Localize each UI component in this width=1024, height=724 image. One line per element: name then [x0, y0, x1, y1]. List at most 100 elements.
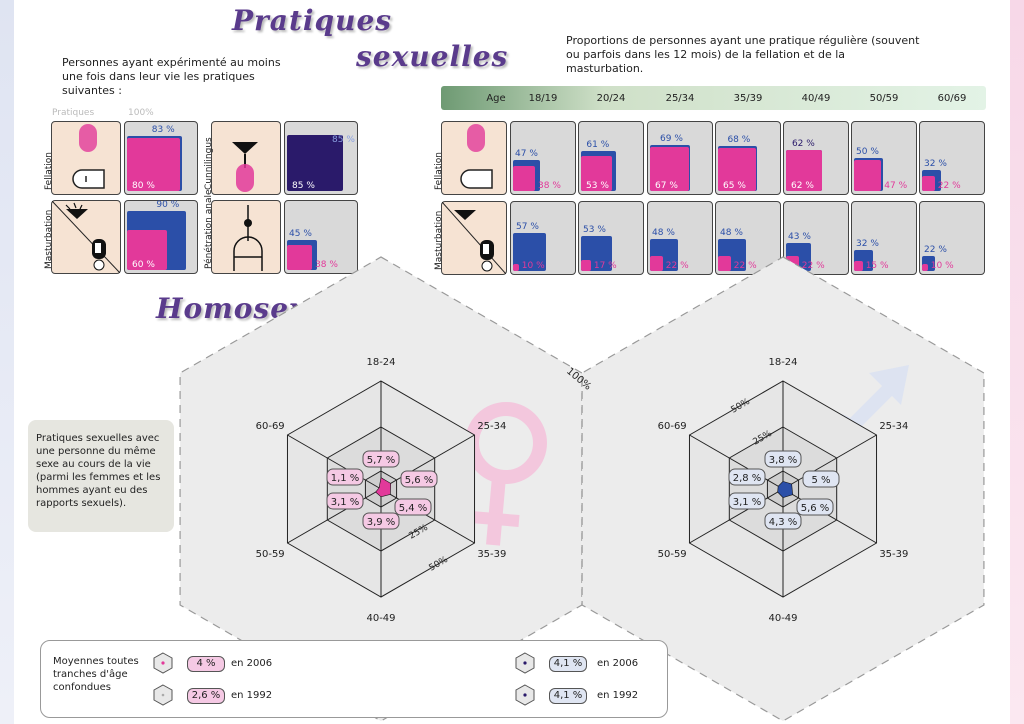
right-0-6-male-label: 32 % — [924, 158, 947, 169]
right-1-3-female-label: 22 % — [733, 261, 757, 271]
radar-data-female — [375, 477, 392, 498]
right-0-3-female-bar — [718, 148, 756, 191]
right-1-1-female-label: 17 % — [593, 261, 617, 271]
right-1-6-female-bar — [922, 264, 928, 271]
right-1-6-male-label: 22 % — [924, 245, 947, 256]
radar-ring-male-2 — [766, 470, 800, 508]
radar-axis-label-male-3: 40-49 — [768, 613, 797, 624]
radar-axis-label-female-2: 35-39 — [477, 549, 506, 560]
right-0-5-male-label: 50 % — [856, 147, 879, 157]
radar-value-pill-female-3 — [362, 512, 400, 530]
right-1-0-female-bar — [513, 264, 519, 271]
radar-axis-label-female-5: 60-69 — [256, 421, 285, 432]
right-1-2-male-label: 48 % — [652, 228, 675, 239]
right-0-5-female-bar — [854, 159, 882, 191]
intro-right: Proportions de personnes ayant une prati… — [566, 34, 920, 75]
legend-f2006-year: en 2006 — [231, 658, 273, 669]
left-2-female-label: 60 % — [132, 260, 155, 270]
label-masturbation: Masturbation — [44, 209, 54, 269]
right-0-4-female-label: 62 % — [791, 181, 814, 191]
header-100: 100% — [128, 108, 154, 118]
radar-axis-label-female-4: 50-59 — [256, 549, 285, 560]
radar-ring-female-0 — [286, 380, 476, 598]
radar-value-pill-female-1 — [400, 470, 438, 488]
left-0-female-bar — [127, 138, 180, 191]
radar-value-label-male-0: 3,8 % — [769, 455, 798, 466]
age-label-18-19: 18/19 — [528, 93, 558, 104]
left-0-female-label: 80 % — [132, 181, 155, 191]
legend-m1992-year: en 1992 — [597, 690, 639, 701]
right-1-4-female-label: 22 % — [801, 261, 825, 271]
left-edge-band — [0, 0, 14, 724]
label-masturbation-right: Masturbation — [434, 210, 444, 270]
radar-axis-label-female-0: 18-24 — [366, 357, 395, 368]
hand-icon — [51, 200, 121, 274]
right-0-0-female-label: 38 % — [538, 181, 561, 191]
header-pratiques: Pratiques — [52, 108, 95, 118]
right-1-3-male-label: 48 % — [720, 228, 743, 239]
right-edge-band — [1010, 0, 1024, 724]
right-0-2-female-label: 67 % — [655, 181, 678, 191]
pict-masturbation-right: Masturbation — [434, 201, 507, 275]
radar-value-label-female-4: 3,1 % — [331, 497, 360, 508]
left-3-female-label: 38 % — [315, 260, 338, 270]
pict-masturbation: Masturbation — [44, 200, 121, 274]
title-sexuelles: sexuelles — [356, 40, 509, 73]
right-0-1-male-label: 61 % — [586, 139, 610, 150]
right-1-2-female-label: 22 % — [665, 261, 689, 271]
legend-m2006-year: en 2006 — [597, 658, 639, 669]
pict-fellation-right: Fellation — [434, 121, 507, 195]
lips-icon — [72, 124, 105, 189]
right-0-0-male-label: 47 % — [515, 148, 538, 159]
right-1-5-female-label: 15 % — [865, 261, 889, 271]
radar-axis-label-female-3: 40-49 — [366, 613, 395, 624]
radar-value-pill-male-4 — [728, 492, 766, 510]
radar-ring-label-50-male: 50% — [730, 397, 753, 416]
lips-icon — [460, 124, 493, 189]
male-symbol-stem — [846, 378, 900, 432]
radar-value-pill-female-0 — [362, 450, 400, 468]
right-0-2-female-bar — [650, 146, 689, 191]
right-0-2-male-label: 69 % — [660, 134, 683, 145]
radar-axis-label-male-4: 50-59 — [658, 549, 687, 560]
radar-spoke-male-4 — [689, 488, 784, 544]
right-1-3-female-bar — [718, 256, 731, 271]
right-1-1-female-bar — [581, 259, 591, 271]
radar-value-label-female-2: 5,4 % — [399, 503, 428, 514]
age-label-60-69: 60/69 — [937, 93, 967, 104]
age-label-20-24: 20/24 — [596, 93, 626, 104]
right-0-6-female-label: 22 % — [937, 181, 961, 191]
radar-value-pill-male-3 — [764, 512, 802, 530]
age-label-50-59: 50/59 — [869, 93, 899, 104]
radar-spoke-male-2 — [782, 488, 877, 544]
left-3-male-label: 45 % — [289, 229, 312, 240]
intro-left: Personnes ayant expérimenté au moins une… — [62, 56, 281, 97]
age-label-35-39: 35/39 — [733, 93, 763, 104]
radar-spoke-male-5 — [689, 434, 784, 490]
radar-ring-female-2 — [364, 470, 398, 508]
radar-axis-label-male-2: 35-39 — [879, 549, 908, 560]
right-1-5-male-label: 32 % — [856, 238, 879, 249]
right-1-6-female-label: 10 % — [930, 261, 954, 271]
right-0-3-male-label: 68 % — [727, 135, 751, 146]
radar-ring-male-1 — [728, 426, 838, 552]
radar-spoke-female-2 — [380, 488, 475, 544]
radar-value-label-male-3: 4,3 % — [769, 517, 798, 528]
legend-m2006: 4,1 % — [549, 656, 587, 672]
radar-value-pill-male-2 — [796, 498, 834, 516]
label-fellation: Fellation — [44, 152, 54, 190]
radar-value-pill-female-2 — [394, 498, 432, 516]
left-cunnilingus-bar — [287, 134, 344, 191]
radar-value-label-male-2: 5,6 % — [801, 503, 830, 514]
radar-data-male — [777, 481, 794, 498]
radar-ring-label-25-male: 25% — [752, 429, 775, 448]
radar-value-pill-male-1 — [802, 470, 840, 488]
label-anal: Pénétration anale — [204, 189, 214, 269]
left-2-male-label: 90 % — [156, 199, 180, 210]
left-cunnilingus-label-bottom: 85 % — [292, 181, 315, 191]
right-0-5-female-label: 47 % — [884, 181, 908, 191]
female-symbol-bar — [470, 511, 520, 527]
tongue-icon — [232, 142, 258, 192]
radar-value-label-male-5: 2,8 % — [733, 473, 762, 484]
radar-axis-label-male-1: 25-34 — [879, 421, 908, 432]
